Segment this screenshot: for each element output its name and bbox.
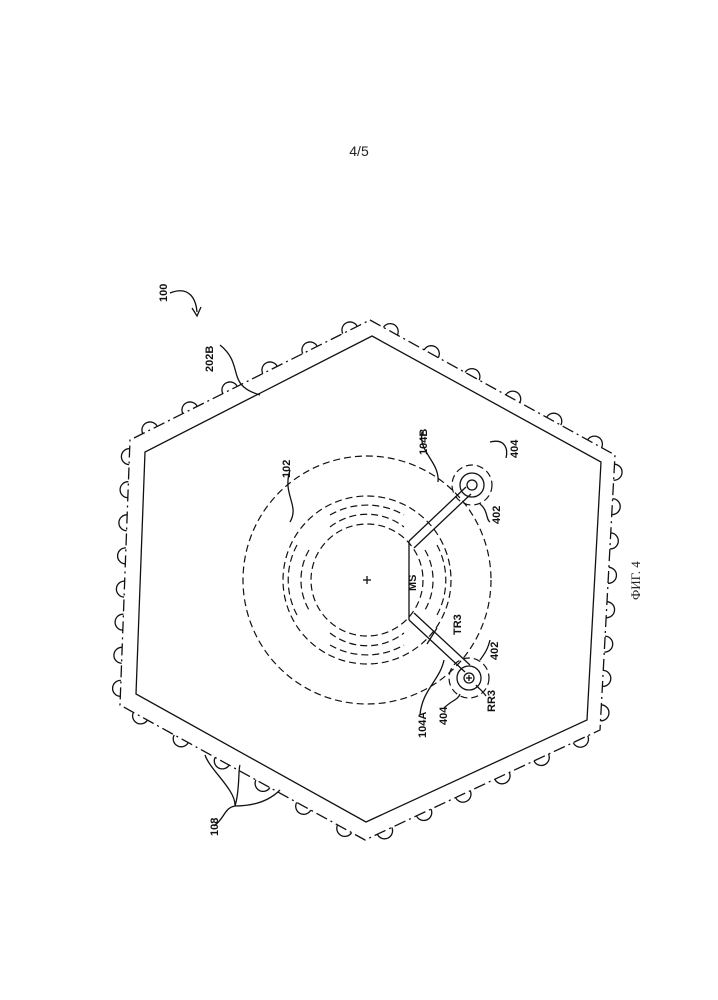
boundary-bump — [115, 614, 123, 630]
label-zone: 102 — [281, 460, 293, 478]
boundary-bump — [506, 391, 521, 402]
boundary-bump — [118, 548, 126, 564]
label-pad-lower: 402 — [489, 642, 501, 660]
boundary-bump — [119, 515, 127, 531]
arm-upper — [409, 487, 471, 548]
pad-upper — [460, 473, 484, 497]
label-device: 100 — [158, 284, 170, 302]
label-radius: RR3 — [486, 690, 498, 712]
boundary-bump — [121, 449, 129, 465]
boundary-bump — [113, 680, 121, 696]
boundary-bump — [608, 567, 616, 583]
boundary-bump — [383, 324, 398, 335]
figure-caption: ФИГ. 4 — [628, 561, 643, 600]
label-pad-upper: 402 — [491, 506, 503, 524]
boundary-bump — [120, 482, 128, 498]
boundary-bump — [602, 670, 610, 686]
boundary-bump — [114, 647, 122, 663]
label-arm-upper: 104B — [418, 429, 430, 455]
label-arm-lower: 104A — [417, 712, 429, 738]
center-mark — [363, 576, 371, 584]
boundary-bump — [337, 825, 352, 836]
pad-lower-cross — [466, 675, 472, 681]
label-bumps: 108 — [209, 818, 221, 836]
boundary-bump — [116, 581, 124, 597]
boundary-bump — [214, 757, 229, 768]
leader-lines — [170, 291, 507, 826]
pad-upper-inner — [467, 480, 477, 490]
label-ring-upper: 404 — [509, 439, 521, 458]
label-ring-lower: 404 — [438, 706, 450, 725]
ring-upper — [452, 465, 492, 505]
label-center: MS — [407, 575, 419, 592]
label-outer-boundary: 202B — [204, 346, 216, 372]
boundary-bump — [424, 346, 439, 358]
label-track: TR3 — [452, 614, 464, 635]
boundary-bump — [296, 802, 311, 814]
